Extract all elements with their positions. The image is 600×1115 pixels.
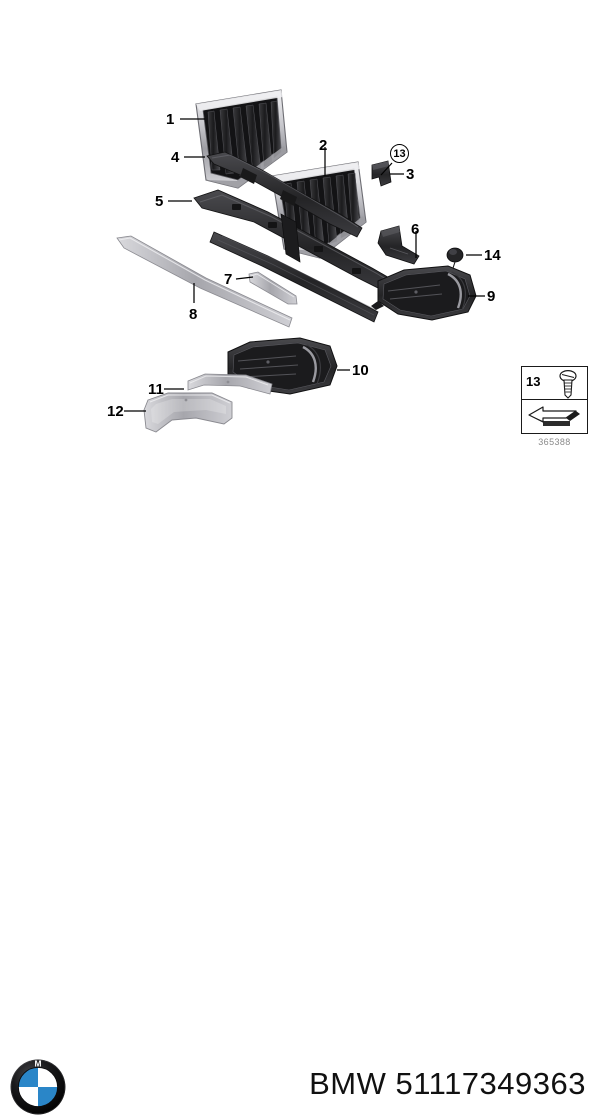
callout-12: 12 xyxy=(107,403,124,420)
exploded-view-illustration xyxy=(116,89,485,433)
bmw-roundel-logo: B M W xyxy=(10,1059,66,1115)
callout-7: 7 xyxy=(224,271,233,288)
callout-5: 5 xyxy=(155,193,164,210)
part-6-side-bracket xyxy=(377,225,420,265)
callout-6: 6 xyxy=(411,221,420,238)
part-14-round-cap xyxy=(446,247,464,278)
parts-diagram-sheet: 1 2 3 4 5 6 7 8 9 10 11 12 14 13 13 xyxy=(0,89,600,1115)
callout-13-circled: 13 xyxy=(390,144,409,163)
callout-11: 11 xyxy=(148,381,164,398)
callout-4: 4 xyxy=(171,149,180,166)
callout-8: 8 xyxy=(189,306,198,323)
legend-item-number: 13 xyxy=(526,374,541,389)
svg-text:M: M xyxy=(35,1059,42,1068)
callout-9: 9 xyxy=(487,288,496,305)
callout-leader-lines xyxy=(124,118,485,412)
screw-icon xyxy=(559,369,577,399)
footer-part-number: BMW 51117349363 xyxy=(309,1066,586,1101)
legend-screw-cell: 13 xyxy=(522,367,587,400)
footer-bar: B M W BMW 51117349363 xyxy=(0,520,600,1115)
part-7-chrome-trim-short xyxy=(248,271,298,305)
legend-box: 13 xyxy=(521,366,588,434)
part-5-carrier-frame xyxy=(193,189,399,323)
diagram-code: 365388 xyxy=(538,437,571,447)
part-11-chrome-intake-trim xyxy=(187,373,273,395)
part-12-chrome-surround xyxy=(143,392,233,433)
arrow-icon xyxy=(528,406,580,426)
callout-1: 1 xyxy=(166,111,175,128)
callout-14: 14 xyxy=(484,247,501,264)
callout-3: 3 xyxy=(406,166,415,183)
part-3-bracket xyxy=(371,160,392,187)
callout-2: 2 xyxy=(319,137,328,154)
legend-direction-cell xyxy=(522,400,587,433)
part-9-air-intake-grille-right xyxy=(371,265,477,321)
part-4-upper-support xyxy=(206,151,363,238)
callout-10: 10 xyxy=(352,362,369,379)
part-8-chrome-trim-long xyxy=(116,235,293,328)
